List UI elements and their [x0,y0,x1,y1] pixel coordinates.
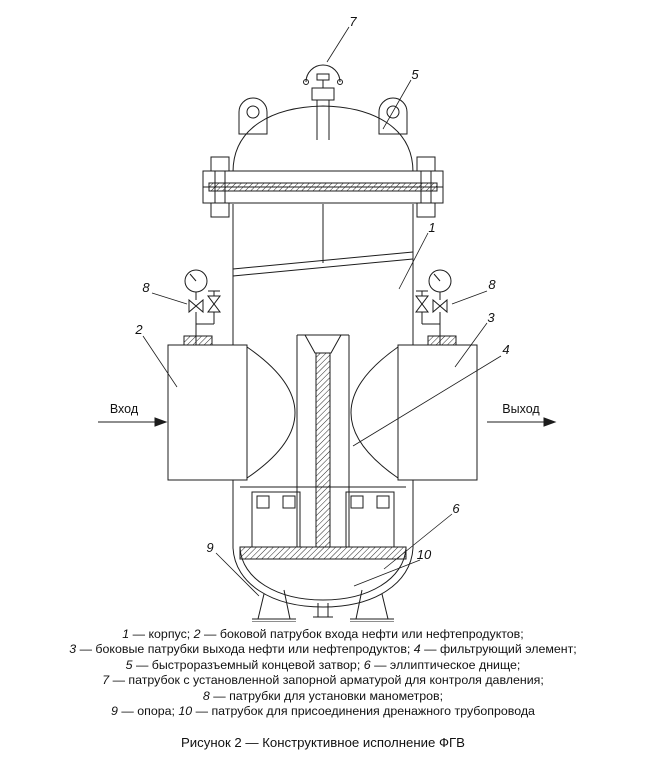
top-head [232,105,414,173]
callout-10: 10 [417,547,432,562]
outlet-nozzle-box [397,344,478,481]
legend: 1 — корпус; 2 — боковой патрубок входа н… [0,627,646,719]
saddle-curves [246,346,399,479]
quick-release-closure [202,156,444,218]
lifting-lugs [238,97,408,135]
drain-nozzle [313,603,333,618]
figure-caption: Рисунок 2 — Конструктивное исполнение ФГ… [181,735,465,750]
legend-line-5: 8 — патрубки для установки манометров; [202,688,444,703]
support-legs [252,589,394,622]
callout-5: 5 [411,67,419,82]
callout-8-right: 8 [488,277,496,292]
inlet-label: Вход [110,402,139,416]
outlet-flow-arrow-icon [487,417,557,427]
inlet-flow-arrow-icon [98,417,168,427]
callout-9: 9 [206,540,213,555]
leader-lines [142,26,502,597]
callout-3: 3 [487,310,495,325]
technical-drawing: 7 5 1 8 8 2 3 4 6 9 10 Вход Выход [98,14,557,622]
callout-4: 4 [502,342,509,357]
top-valve-assembly [303,64,343,140]
legend-line-6: 9 — опора; 10 — патрубок для присоединен… [111,704,535,719]
bottom-internals [239,486,407,560]
callout-1: 1 [428,220,435,235]
legend-line-2: 3 — боковые патрубки выхода нефти или не… [69,642,577,657]
pressure-gauge-left-icon [183,269,221,346]
filter-element [296,334,350,548]
legend-line-1: 1 — корпус; 2 — боковой патрубок входа н… [122,627,524,641]
elliptical-bottom [232,547,414,608]
callout-7: 7 [349,14,357,29]
pressure-gauge-right-icon [415,269,457,346]
legend-line-4: 7 — патрубок с установленной запорной ар… [102,673,544,688]
inlet-nozzle-box [167,344,248,481]
callout-8-left: 8 [142,280,150,295]
callout-6: 6 [452,501,460,516]
outlet-label: Выход [502,402,540,416]
callout-2: 2 [134,322,143,337]
legend-line-3: 5 — быстроразъемный концевой затвор; 6 —… [125,657,521,672]
